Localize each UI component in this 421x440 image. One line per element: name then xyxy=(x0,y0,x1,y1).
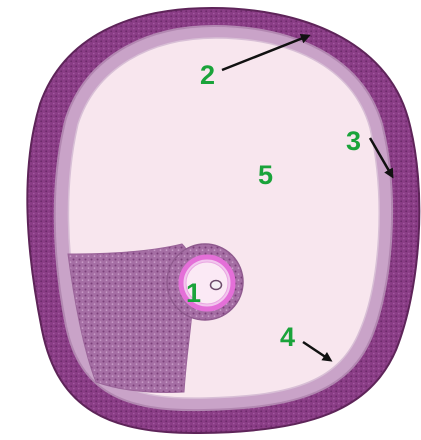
label-4: 4 xyxy=(280,322,295,352)
oocyte-nucleus xyxy=(211,281,222,290)
label-2: 2 xyxy=(200,60,215,90)
label-1: 1 xyxy=(186,278,201,308)
label-3: 3 xyxy=(346,126,361,156)
label-5: 5 xyxy=(258,160,273,190)
